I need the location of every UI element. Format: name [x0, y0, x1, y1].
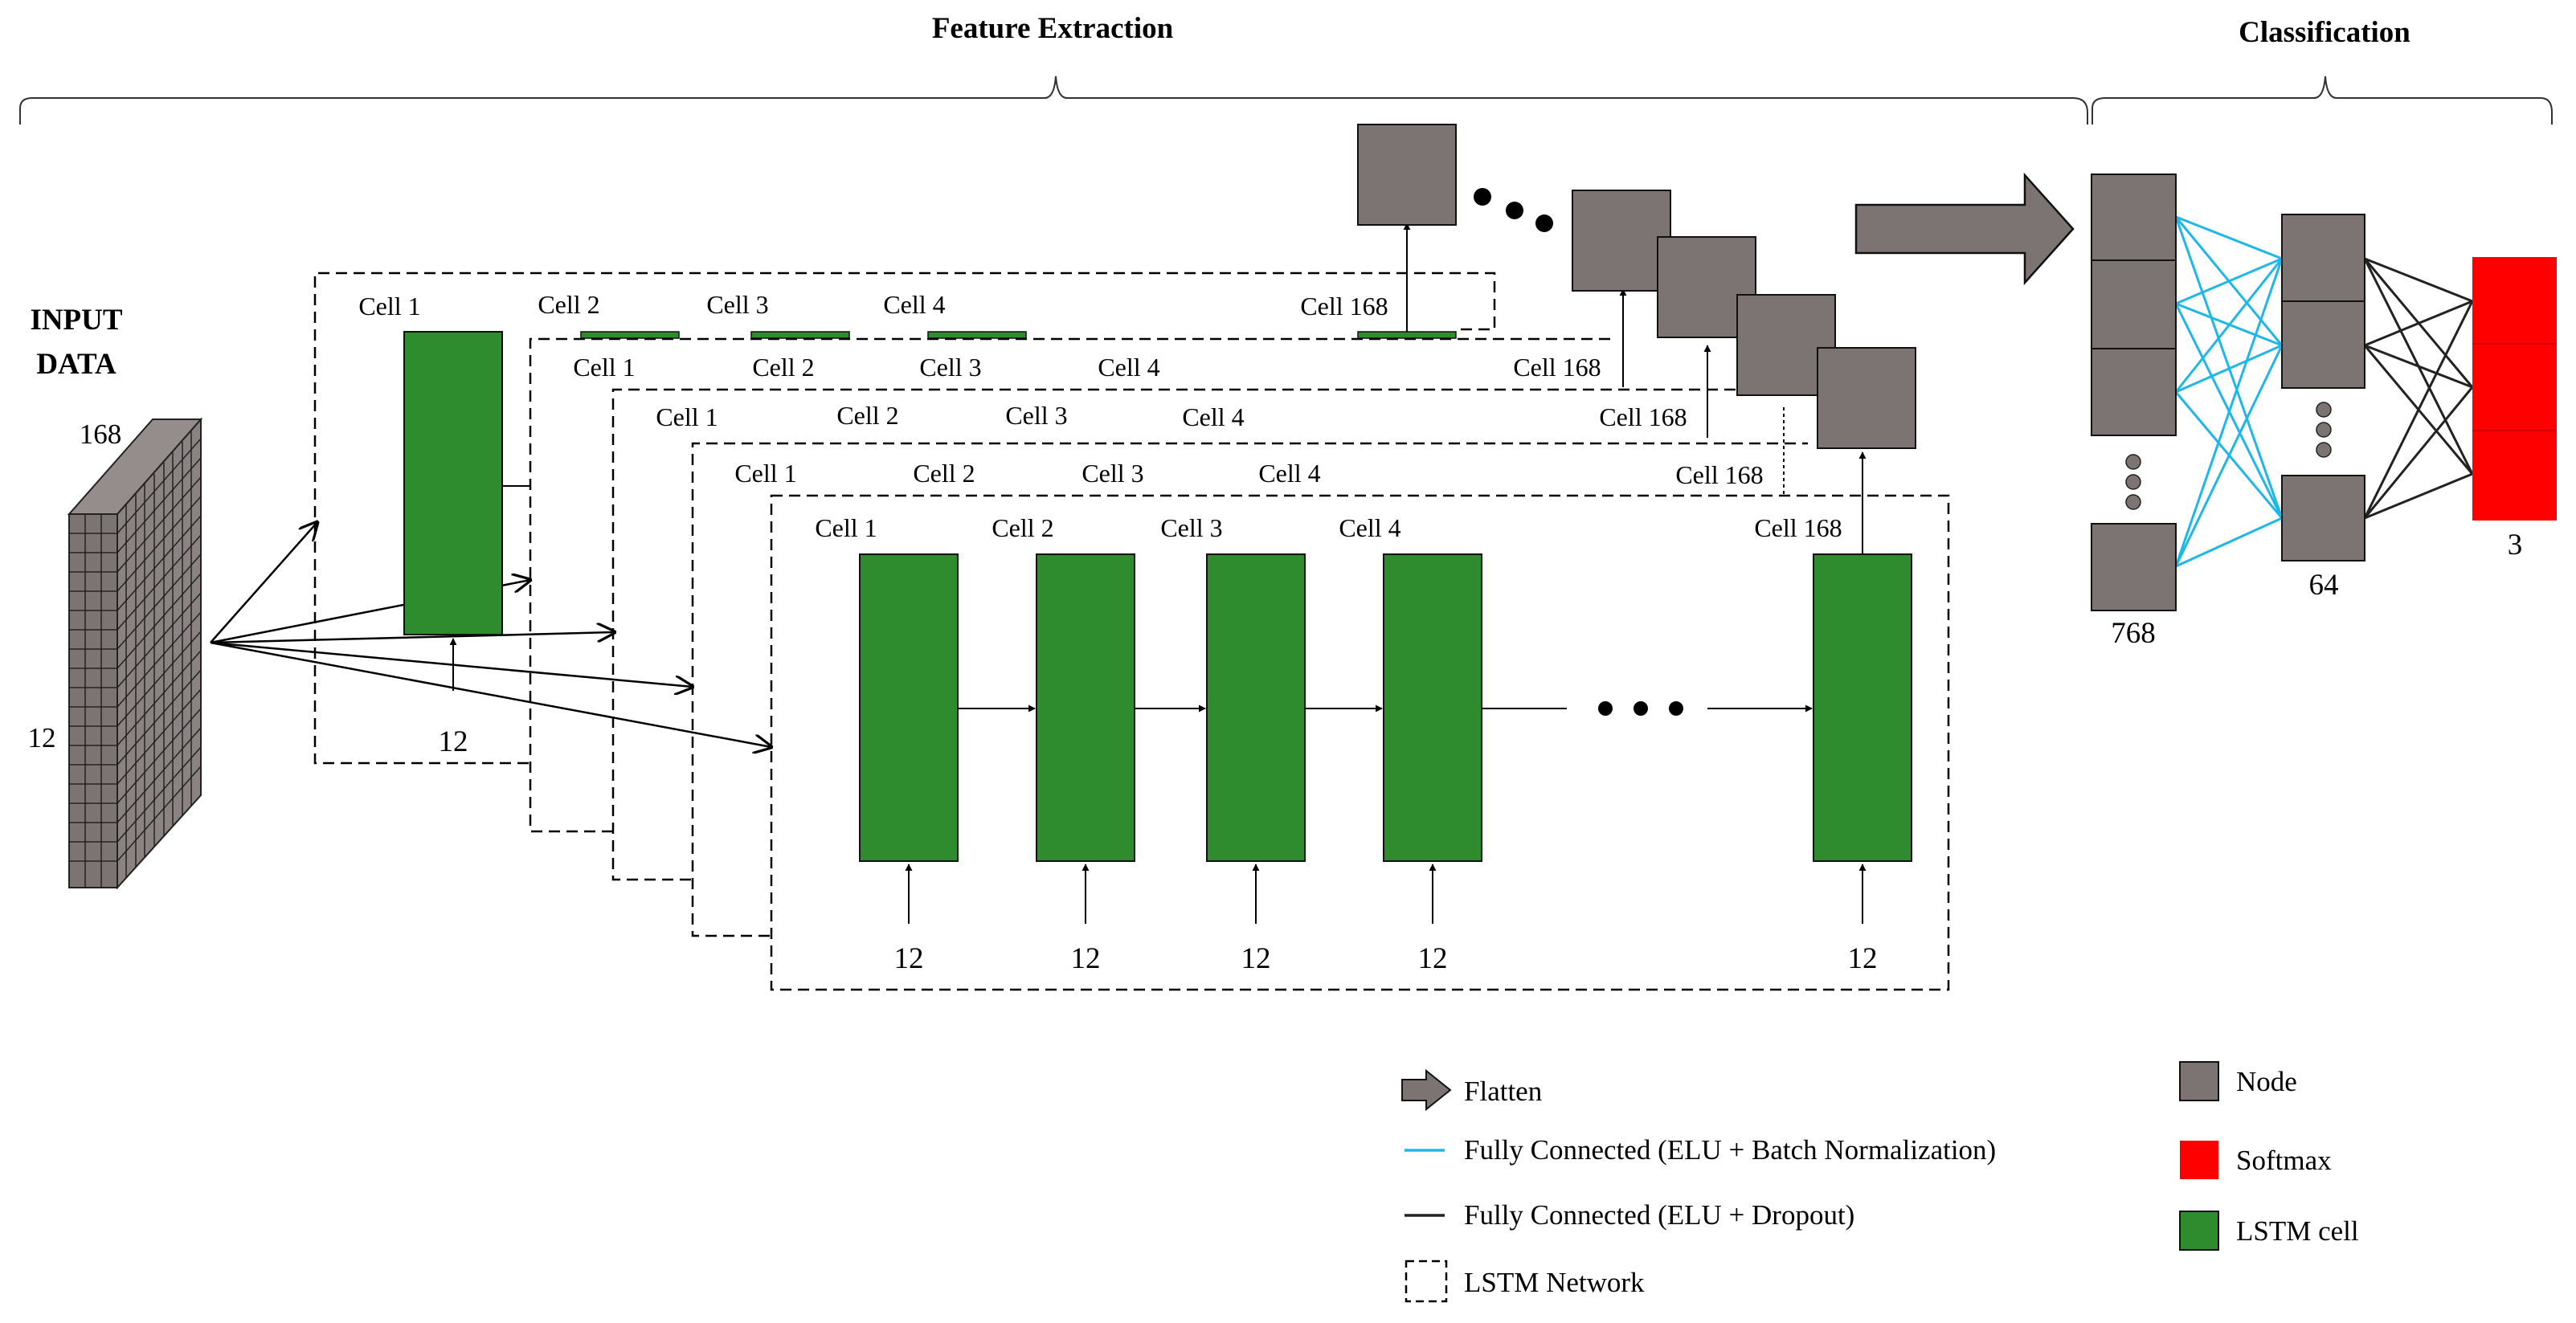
flatten-arrow	[1854, 172, 2075, 286]
node	[1357, 124, 1457, 226]
lstm-cell	[1206, 553, 1306, 862]
legend: Flatten Fully Connected (ELU + Batch Nor…	[1401, 1061, 2359, 1303]
fc-connections-blue	[2174, 215, 2284, 568]
softmax-node	[2472, 431, 2557, 521]
cell-label: Cell 3	[1005, 401, 1067, 430]
cell-label: Cell 3	[1160, 513, 1222, 542]
node	[2091, 348, 2177, 436]
cell-label: Cell 1	[573, 353, 635, 382]
cell-label: Cell 2	[992, 513, 1053, 542]
lstm-cell	[1036, 553, 1135, 862]
input-size-label: 12	[1848, 942, 1878, 975]
cell-label: Cell 4	[1182, 402, 1244, 431]
softmax-node	[2472, 257, 2557, 344]
classification-brace	[2091, 76, 2553, 125]
cell-label: Cell 4	[1339, 513, 1400, 542]
node	[2091, 174, 2177, 261]
fc-connections-black	[2363, 257, 2474, 520]
cell-label: Cell 4	[1098, 353, 1159, 382]
lstm-cell	[403, 331, 503, 635]
input-size-label: 12	[1071, 942, 1101, 975]
input-dim-12: 12	[28, 722, 56, 753]
lstm-network-5: Cell 1 Cell 2 Cell 3 Cell 4 Cell 168 12 …	[770, 451, 1950, 991]
cell-label: Cell 2	[913, 459, 975, 488]
legend-lstm-cell-label: LSTM cell	[2236, 1215, 2359, 1247]
legend-softmax-label: Softmax	[2236, 1145, 2332, 1176]
flatten-legend-icon	[1401, 1068, 1452, 1112]
node	[2281, 214, 2365, 302]
input-size-label: 12	[1241, 942, 1271, 975]
classification-title: Classification	[2239, 16, 2410, 49]
cell-label: Cell 3	[1082, 459, 1143, 488]
layer-size-768: 768	[2111, 617, 2156, 650]
feature-extraction-brace	[19, 76, 2088, 125]
cell-label: Cell 168	[1675, 460, 1763, 489]
lstm-network-4: Cell 1 Cell 2 Cell 3 Cell 4 Cell 168	[691, 406, 1808, 937]
dense-layer-64: 64	[2281, 214, 2365, 602]
node	[2091, 259, 2177, 349]
legend-lstm-network-label: LSTM Network	[1464, 1267, 1645, 1298]
lstm-cell	[580, 331, 680, 339]
softmax-legend-icon	[2180, 1141, 2218, 1179]
cell-label: Cell 1	[734, 459, 796, 488]
cell-label: Cell 168	[1513, 353, 1601, 382]
cell-label: Cell 168	[1754, 513, 1842, 542]
input-dim-168: 168	[80, 419, 122, 450]
node	[1817, 347, 1916, 449]
cell-label: Cell 2	[836, 401, 898, 430]
cell-label: Cell 1	[358, 292, 420, 321]
legend-fc-dropout-label: Fully Connected (ELU + Dropout)	[1464, 1199, 1854, 1231]
cell-label: Cell 3	[706, 290, 768, 319]
node	[2091, 523, 2177, 611]
lstm-cell-legend-icon	[2179, 1211, 2219, 1251]
legend-fc-bn-label: Fully Connected (ELU + Batch Normalizati…	[1464, 1134, 1996, 1166]
legend-node-label: Node	[2236, 1066, 2297, 1097]
dense-layer-768: 768	[2091, 174, 2177, 650]
cell-label: Cell 168	[1599, 402, 1687, 431]
lstm-output-nodes	[1357, 124, 1916, 449]
lstm-network-3: Cell 1 Cell 2 Cell 3 Cell 4 Cell 168	[611, 345, 1736, 881]
feature-extraction-title: Feature Extraction	[932, 12, 1174, 45]
lstm-network-1: Cell 1 Cell 2 Cell 3 Cell 4 Cell 168 12	[313, 223, 1496, 765]
lstm-network-legend-icon	[1405, 1260, 1448, 1303]
layer-size-64: 64	[2309, 569, 2339, 602]
node	[1572, 190, 1671, 292]
lstm-cell	[1383, 553, 1482, 862]
input-data-cube	[67, 417, 203, 890]
node	[2281, 300, 2365, 389]
input-data-title-1: INPUT	[30, 304, 122, 337]
input-data-title-2: DATA	[36, 348, 117, 381]
node-legend-icon	[2179, 1061, 2219, 1101]
lstm-cell	[927, 331, 1027, 339]
cell-label: Cell 4	[1258, 459, 1320, 488]
cell-label: Cell 1	[815, 513, 877, 542]
softmax-layer: 3	[2472, 257, 2557, 561]
output-size-3: 3	[2508, 529, 2523, 561]
cell-label: Cell 4	[883, 290, 945, 319]
lstm-network-2: Cell 1 Cell 2 Cell 3 Cell 4 Cell 168	[529, 288, 1627, 833]
cell-label: Cell 168	[1300, 292, 1388, 321]
cell-label: Cell 1	[656, 402, 718, 431]
lstm-cell	[750, 331, 850, 339]
cell-label: Cell 2	[752, 353, 814, 382]
cell-label: Cell 2	[538, 290, 599, 319]
lstm-cell	[859, 553, 959, 862]
input-size-label: 12	[894, 942, 924, 975]
lstm-cell	[1813, 553, 1912, 862]
softmax-node	[2472, 344, 2557, 431]
legend-flatten-label: Flatten	[1464, 1076, 1542, 1107]
node	[2281, 475, 2365, 561]
cell-label: Cell 3	[919, 353, 981, 382]
lstm-cell	[1357, 331, 1457, 339]
input-size-label: 12	[439, 725, 468, 758]
input-size-label: 12	[1418, 942, 1448, 975]
